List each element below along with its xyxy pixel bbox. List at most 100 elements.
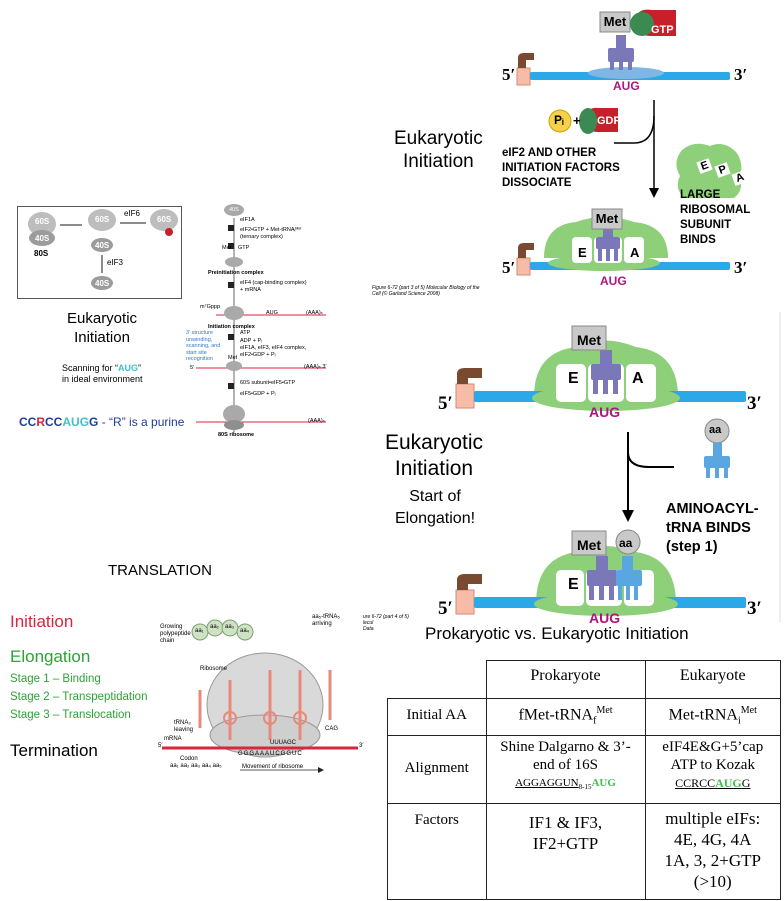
left-caption-line2: Initiation [74, 329, 130, 346]
ribosome-figure-drawing [162, 619, 358, 773]
left-caption-line1: Eukaryotic [67, 310, 138, 327]
row2-euk-aug: AUG [715, 776, 742, 790]
label-60s-b: 60S [95, 215, 110, 224]
mid-sub-l2: Elongation! [394, 510, 476, 527]
pathway-aaa3: (AAA)ₙ [308, 418, 325, 424]
stage1: Stage 1 – Binding [10, 673, 101, 685]
plus-label: + [573, 113, 581, 128]
kozak-sequence: CCRCCAUGG - “R” is a purine [19, 415, 184, 429]
stage3: Stage 3 – Translocation [10, 709, 131, 721]
row3-label: Factors [387, 803, 487, 900]
dissociate-label: eIF2 AND OTHER INITIATION FACTORS DISSOC… [502, 146, 620, 191]
ribosome-label: Ribosome [200, 666, 228, 672]
kozak-g: G [89, 415, 99, 429]
kozak-aug: AUG [62, 415, 90, 429]
label-60s-c: 60S [157, 215, 172, 224]
fig-caption-1: Figure 6-72 (part 3 of 5) Molecular Biol… [372, 285, 480, 297]
aa2-label: aa [619, 536, 633, 550]
mrna-label: mRNA [164, 736, 182, 742]
row1-euk: Met-tRNAiMet [644, 698, 781, 736]
pathway-release-l2: eIF2•GDP + Pᵢ [240, 352, 276, 358]
kozak-r: R [36, 415, 46, 429]
site-e: E [578, 245, 587, 260]
row2-pro-seq: AGGAGGUN [515, 777, 579, 789]
dissoc-l1: eIF2 AND OTHER [502, 147, 597, 159]
pathway-preinit: Preinitiation complex [208, 270, 264, 276]
gdp-label: GDP [597, 115, 621, 127]
initiation-label: Initiation [10, 612, 74, 631]
mid-three2: 3′ [747, 598, 762, 619]
top-met2-label: Met [595, 211, 619, 226]
pathway-met: Met [222, 245, 232, 251]
pathway-five: 5′ [190, 365, 195, 371]
aa3: aa₃ [225, 624, 235, 630]
pathway-adp: ADP + Pᵢ [240, 338, 263, 344]
mid-five: 5′ [438, 393, 453, 414]
termination-label: Termination [10, 741, 98, 760]
translation-heading: TRANSLATION [108, 562, 212, 579]
mid-sub-l1: Start of [409, 488, 461, 505]
arriving-l2: arriving [312, 621, 332, 627]
pathway-drawing [196, 204, 326, 432]
ribosome-figure: Growing polypeptide chain aa₁ aa₂ aa₃ aa… [158, 610, 365, 775]
codon-row-label: Codon [180, 756, 198, 762]
row3-euk-l2: 4E, 4G, 4A [674, 830, 752, 849]
codon-seq: UUUAGC [270, 740, 297, 746]
top-met-label: Met [603, 14, 627, 29]
kozak-note: - “R” is a purine [98, 415, 185, 429]
stage-list: Stage 1 – Binding Stage 2 – Transpeptida… [10, 670, 147, 724]
label-eif6: eIF6 [124, 209, 141, 218]
gtp-label: GTP [651, 24, 674, 36]
pathway-release2: eIF5•GDP + Pᵢ [240, 391, 276, 397]
trna-l2: leaving [174, 727, 194, 733]
row2-pro-aug: AUG [591, 777, 616, 789]
pathway-release-l1: eIF1A, eIF3, eIF4 complex, [240, 345, 307, 351]
row2-pro-l2: end of 16S [533, 757, 598, 773]
mrna-three: 3′ [359, 743, 364, 749]
pathway-join: 60S subunit•eIF5•GTP [240, 380, 296, 386]
trna-leaving-label: tRNA₃ leaving [174, 720, 193, 734]
struct-l1: 3′ structure [186, 330, 214, 336]
table-corner [387, 660, 487, 699]
aa-label: aa [709, 424, 722, 436]
aa-row: aa₁ aa₂ aa₃ aa₄ aa₅ [170, 763, 222, 769]
arriving-l1: aa₅-tRNA₅ [312, 614, 340, 620]
top-aug2-label: AUG [600, 274, 627, 288]
large-l3: SUBUNIT [680, 219, 732, 231]
pathway-met2: Met [228, 355, 238, 361]
left-caption: Eukaryotic Initiation [67, 309, 137, 347]
top-five2: 5′ [502, 258, 516, 277]
pathway-step2-l1: eIF2•GTP + Met-tRNAᵢᴹᵉᵗ [240, 227, 302, 233]
pathway-aaa: (AAA)ₙ [306, 310, 323, 316]
trna-l1: tRNA₃ [174, 720, 191, 726]
fig-caption-2: ure 6-72 (part 4 of 5) lecul Data [363, 614, 409, 632]
label-40s-b: 40S [95, 241, 110, 250]
codons: GGGAAAUCGGUC [238, 751, 303, 757]
row3-euk-l1: multiple eIFs: [665, 809, 761, 828]
scanning-prefix: Scanning for “ [62, 363, 119, 373]
mid-aug-label: AUG [589, 404, 621, 420]
struct-l4: start site [186, 349, 207, 356]
fig-caption-1-l2: Cell (© Garland Science 2008) [372, 291, 440, 297]
stage2: Stage 2 – Transpeptidation [10, 691, 148, 703]
mid-three: 3′ [747, 393, 762, 414]
pathway-init-complex: Initiation complex [208, 324, 255, 330]
label-40s-a: 40S [35, 234, 50, 243]
scanning-aug: AUG [118, 363, 139, 373]
row3-pro: IF1 & IF3, IF2+GTP [485, 803, 646, 900]
pathway-m7: m⁷Gppp [200, 304, 221, 310]
kozak-c1: CC [19, 415, 37, 429]
top-right-title: Eukaryotic Initiation [394, 127, 483, 173]
large-l2: RIBOSOMAL [680, 204, 751, 216]
kozak-c2: CC [45, 415, 63, 429]
amino-l2: tRNA BINDS [666, 520, 751, 536]
aminoacyl-label: AMINOACYL- tRNA BINDS (step 1) [666, 500, 759, 557]
growing-l3: chain [160, 638, 175, 644]
label-80s: 80S [34, 249, 49, 258]
scanning-line2: in ideal environment [62, 374, 143, 384]
scanning-note: Scanning for “AUG” in ideal environment [62, 363, 143, 385]
label-60s-a: 60S [35, 217, 50, 226]
aa2: aa₂ [210, 624, 220, 630]
middle-right-drawing [455, 312, 781, 622]
pathway-struct: 3′ structure unwinding, scanning, and st… [186, 330, 220, 363]
